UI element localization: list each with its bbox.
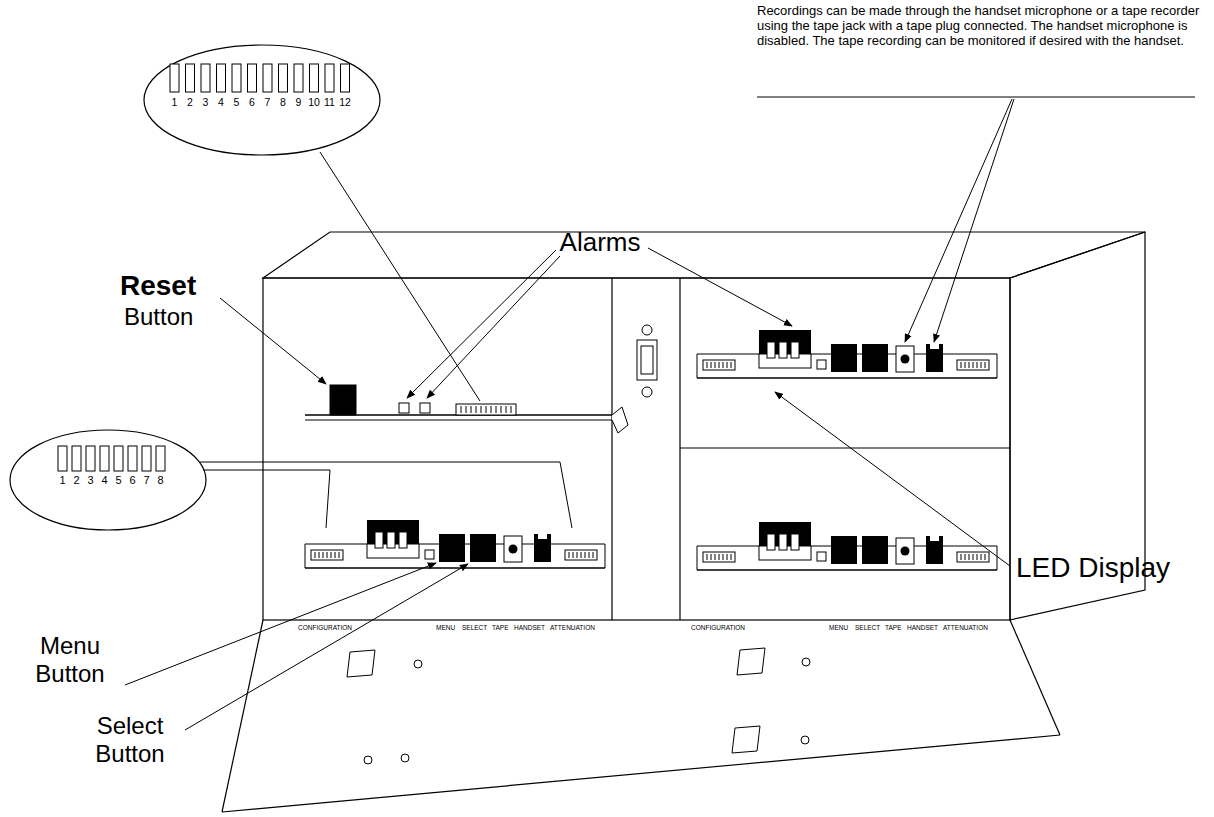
dip-switch xyxy=(100,446,109,471)
panel-label: ATTENUATION xyxy=(943,624,988,631)
switch-number: 7 xyxy=(265,96,271,108)
dip-switch xyxy=(86,446,95,471)
switch-number: 8 xyxy=(280,96,286,108)
switch-number: 5 xyxy=(234,96,240,108)
panel-label: MENU xyxy=(829,624,848,631)
callout-label: Select Button xyxy=(80,712,180,767)
dip-switch xyxy=(156,446,165,471)
dip-switch xyxy=(310,64,319,92)
dip-switch xyxy=(341,64,350,92)
dip-switch xyxy=(263,64,272,92)
note-text: Recordings can be made through the hands… xyxy=(757,4,1209,49)
dip-switch xyxy=(142,446,151,471)
switch-number: 12 xyxy=(339,96,351,108)
callout-label: Alarms xyxy=(560,228,641,258)
callout-label: Reset xyxy=(120,270,196,302)
switch-number: 2 xyxy=(73,474,79,487)
switch-number: 1 xyxy=(59,474,65,487)
dip-switch xyxy=(72,446,81,471)
panel-label: HANDSET xyxy=(907,624,938,631)
panel-label: HANDSET xyxy=(514,624,545,631)
dip-switch xyxy=(217,64,226,92)
switch-number: 5 xyxy=(115,474,121,487)
switch-number: 8 xyxy=(157,474,163,487)
switch-number: 6 xyxy=(249,96,255,108)
panel-label: SELECT xyxy=(462,624,487,631)
dip-switch xyxy=(232,64,241,92)
panel-label: CONFIGURATION xyxy=(298,624,352,631)
switch-number: 10 xyxy=(308,96,320,108)
switch-number: 2 xyxy=(187,96,193,108)
dip-switch xyxy=(201,64,210,92)
panel-label: CONFIGURATION xyxy=(691,624,745,631)
switch-number: 4 xyxy=(218,96,224,108)
dip-switch xyxy=(279,64,288,92)
dip-switch xyxy=(128,446,137,471)
callout-label: Menu Button xyxy=(20,632,120,687)
dip-switch xyxy=(58,446,67,471)
panel-label: SELECT xyxy=(855,624,880,631)
panel-label: MENU xyxy=(436,624,455,631)
switch-number: 11 xyxy=(324,96,335,108)
switch-number: 6 xyxy=(129,474,135,487)
dip-switch xyxy=(170,64,179,92)
dip-switch xyxy=(294,64,303,92)
switch-number: 7 xyxy=(143,474,149,487)
callout-label: Button xyxy=(124,303,193,331)
dip-switch xyxy=(325,64,334,92)
dip-switch xyxy=(248,64,257,92)
dip-switch xyxy=(186,64,195,92)
switch-number: 4 xyxy=(101,474,107,487)
switch-number: 9 xyxy=(296,96,302,108)
panel-label: TAPE xyxy=(492,624,509,631)
panel-label: ATTENUATION xyxy=(550,624,595,631)
switch-number: 3 xyxy=(203,96,209,108)
dip-switch xyxy=(114,446,123,471)
callout-label: LED Display xyxy=(1016,552,1170,584)
panel-label: TAPE xyxy=(885,624,902,631)
switch-number: 3 xyxy=(87,474,93,487)
switch-number: 1 xyxy=(172,96,178,108)
